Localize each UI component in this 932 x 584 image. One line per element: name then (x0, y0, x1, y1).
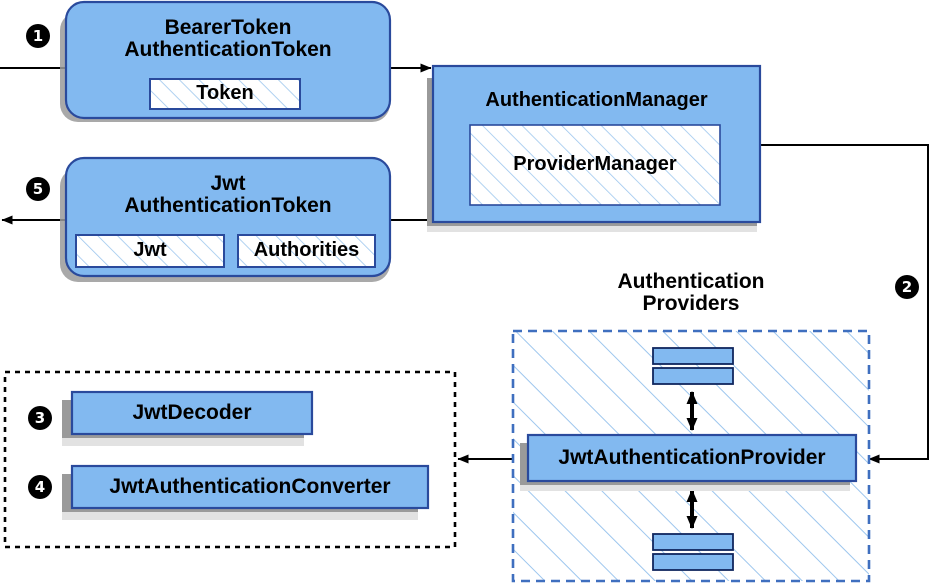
node-bearer-token-authentication-token[interactable] (60, 0, 392, 122)
node-jwt-authentication-converter[interactable] (62, 464, 430, 520)
step-badge-3: 3 (28, 406, 52, 430)
node-jwt-child[interactable] (75, 234, 225, 268)
node-jwt-authentication-token[interactable] (60, 156, 392, 282)
step-badge-2: 2 (895, 275, 919, 299)
node-provider-manager-child[interactable] (469, 124, 721, 206)
step-badge-4: 4 (28, 475, 52, 499)
region-jwt-tools (3, 370, 457, 549)
node-token-child[interactable] (149, 78, 301, 110)
node-authorities-child[interactable] (237, 234, 376, 268)
node-jwt-authentication-provider[interactable] (520, 433, 858, 491)
provider-stack-bottom (652, 533, 734, 571)
node-authentication-manager[interactable] (427, 64, 762, 232)
node-jwt-decoder[interactable] (62, 390, 314, 446)
connector-step2-manager-to-provider (760, 144, 929, 464)
provider-stack-top (652, 347, 734, 385)
step-badge-5: 5 (26, 177, 50, 201)
step-badge-1: 1 (26, 24, 50, 48)
